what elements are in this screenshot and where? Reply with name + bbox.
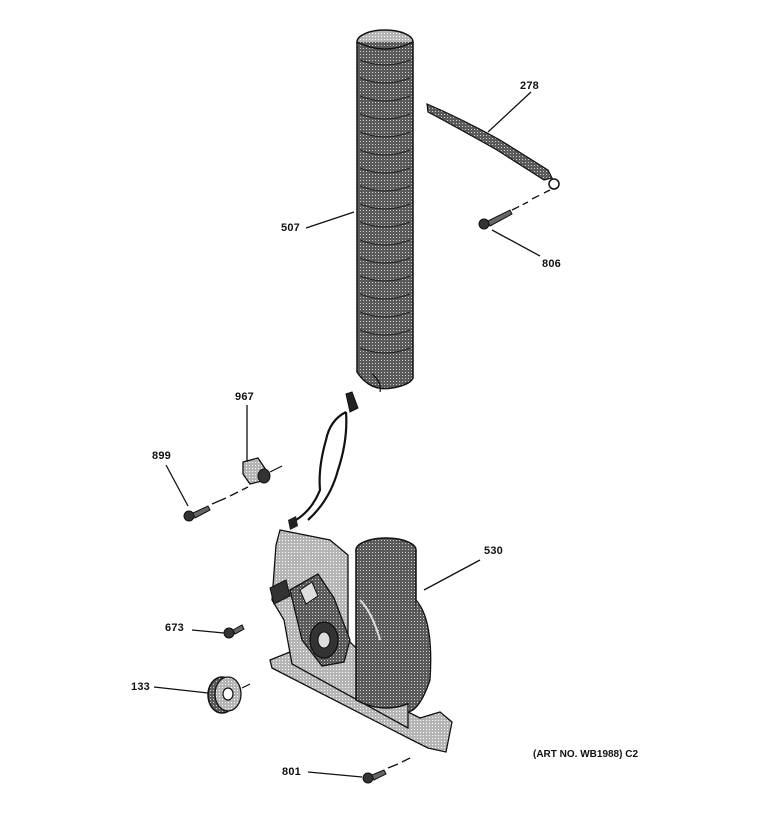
clip-part-967 [242,457,283,485]
leader-lines [153,91,541,778]
callout-278: 278 [520,80,539,92]
callout-673: 673 [165,622,184,634]
leader-801 [307,771,363,778]
callout-507: 507 [281,222,300,234]
leader-899 [165,464,189,507]
callout-899: 899 [152,450,171,462]
duct-tube-part-507 [356,29,414,393]
leader-806 [491,229,541,257]
screw-part-806 [478,189,551,230]
callout-967: 967 [235,391,254,403]
strap-part-278 [426,103,560,190]
callout-801: 801 [282,766,301,778]
screw-part-673 [223,624,245,639]
leader-507 [305,211,355,229]
leader-278 [487,91,532,133]
screw-part-801 [362,757,411,784]
wheel-part-133 [207,676,251,714]
wire-harness [288,391,359,530]
art-number-caption: (ART NO. WB1988) C2 [533,749,639,760]
screw-part-899 [183,486,249,522]
leader-133 [153,686,209,694]
callout-530: 530 [484,545,503,557]
leader-673 [191,629,225,634]
leader-530 [423,559,481,591]
callout-806: 806 [542,258,561,270]
callout-133: 133 [131,681,150,693]
blower-assembly-part-530 [269,529,453,753]
